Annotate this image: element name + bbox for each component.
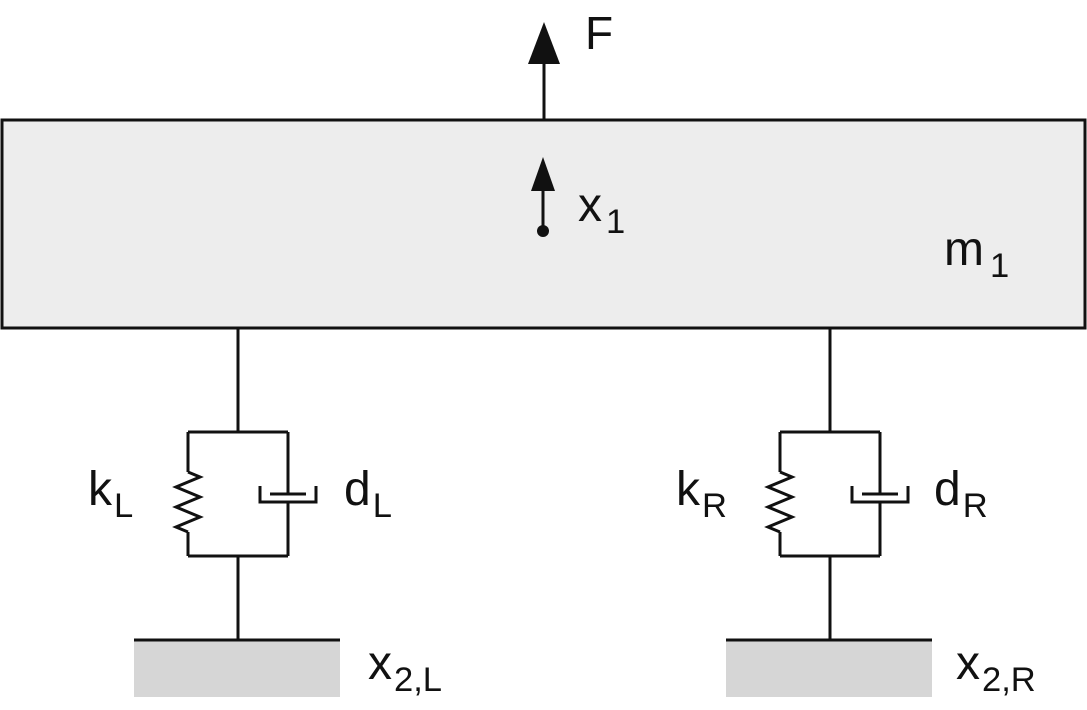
displacement-x1-arrow [531, 157, 555, 237]
ground-right-main: x [956, 637, 980, 690]
x1-reference-point [537, 225, 549, 237]
ground-right [726, 638, 932, 697]
damper-left-label: dL [344, 463, 392, 524]
x1-main: x [578, 179, 602, 232]
spring-left-label: kL [88, 463, 133, 524]
damper-left-main: d [344, 463, 371, 516]
ground-right-sub: 2,R [982, 661, 1036, 700]
damper-right-label: dR [934, 463, 988, 524]
damper-left [258, 432, 318, 556]
damper-left-sub: L [372, 487, 392, 526]
force-label: F [585, 7, 614, 59]
spring-right-sub: R [702, 487, 727, 526]
right-suspension [764, 328, 910, 640]
damper-right-sub: R [962, 487, 988, 526]
damper-right [850, 432, 910, 556]
mass-main: m [944, 223, 984, 276]
ground-left [134, 638, 340, 697]
mass-sub: 1 [989, 247, 1010, 286]
spring-left [172, 432, 204, 556]
ground-left-main: x [368, 637, 392, 690]
ground-left-label: x2,L [368, 637, 442, 698]
left-suspension [172, 328, 318, 640]
ground-right-label: x2,R [956, 637, 1036, 698]
spring-left-main: k [88, 463, 112, 516]
ground-left-sub: 2,L [394, 661, 443, 700]
spring-right-main: k [676, 463, 700, 516]
spring-left-sub: L [114, 487, 134, 526]
spring-right [764, 432, 796, 556]
damper-right-main: d [934, 463, 961, 516]
x1-sub: 1 [606, 203, 626, 242]
force-arrow [528, 22, 560, 120]
spring-right-label: kR [676, 463, 727, 524]
